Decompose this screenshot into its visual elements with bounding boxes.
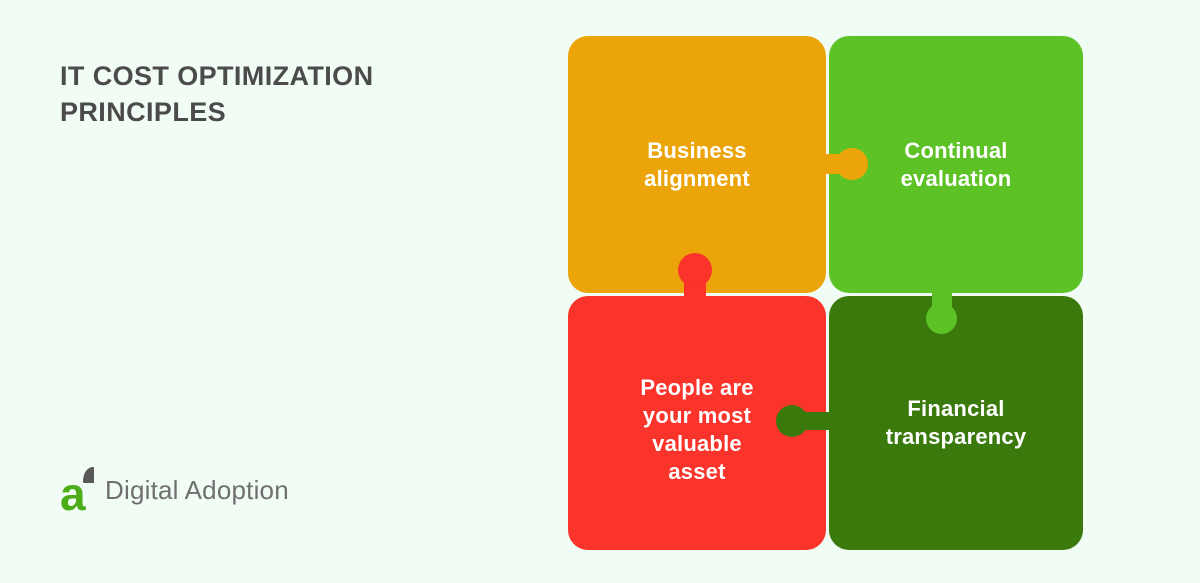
connector-stem-orange-right [813, 154, 843, 174]
connector-knob-orange-right [836, 148, 868, 180]
logo-leaf-icon [83, 467, 94, 483]
piece-label-business-alignment: Business alignment [644, 137, 750, 191]
connector-knob-lightgreen-down [926, 303, 957, 334]
puzzle-piece-continual-evaluation: Continual evaluation [829, 36, 1083, 293]
piece-label-continual-evaluation: Continual evaluation [900, 137, 1012, 191]
page-title: IT COST OPTIMIZATION PRINCIPLES [60, 61, 374, 128]
brand-logo: a Digital Adoption [60, 465, 289, 520]
digital-adoption-logo-icon: a [60, 465, 98, 520]
puzzle-piece-business-alignment: Business alignment [568, 36, 826, 293]
brand-name: Digital Adoption [105, 474, 289, 505]
connector-knob-red-up [678, 253, 712, 287]
logo-letter-a: a [60, 468, 86, 520]
puzzle-piece-financial-transparency: Financial transparency [829, 296, 1083, 550]
piece-label-people-valuable-asset: People are your most valuable asset [640, 375, 754, 484]
puzzle-grid: Business alignment Continual evaluation … [568, 36, 1083, 550]
piece-label-financial-transparency: Financial transparency [885, 396, 1027, 449]
connector-knob-darkgreen-left [776, 405, 808, 437]
